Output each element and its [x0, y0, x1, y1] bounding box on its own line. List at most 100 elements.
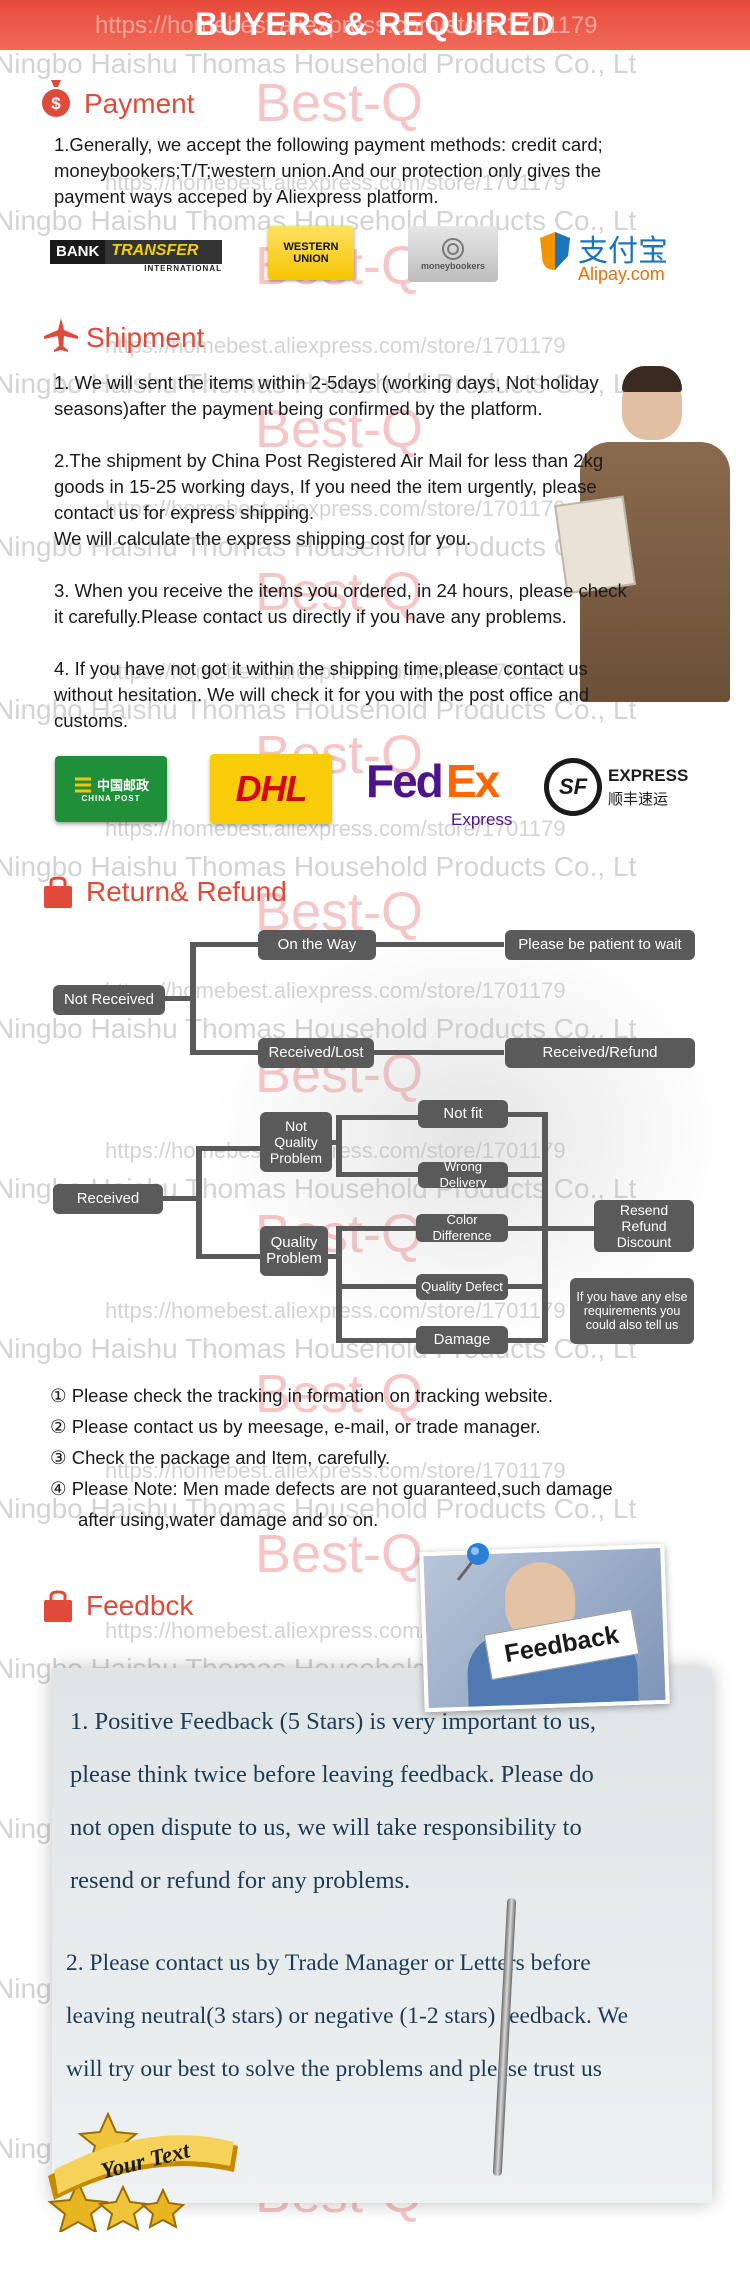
note-item: ② Please contact us by meesage, e-mail, …	[50, 1411, 613, 1442]
flow-not-quality-problem: Not Quality Problem	[260, 1112, 332, 1172]
shipment-line: 4. If you have not got it within the shi…	[54, 658, 588, 679]
western-word: WESTERN	[283, 241, 339, 253]
gold-stars-icon	[47, 2112, 238, 2232]
note-text: Check the package and Item, carefully.	[71, 1447, 391, 1468]
note-text: Please check the tracking in formation o…	[71, 1385, 553, 1406]
flow-connector	[196, 1146, 202, 1258]
shipment-line: 1. We will sent the items within 2-5days…	[54, 372, 599, 393]
shipment-title: Shipment	[86, 322, 205, 353]
flow-connector	[372, 1050, 504, 1055]
payment-line: moneybookers;T/T;western union.And our p…	[54, 160, 602, 181]
shipment-line: contact us for express shipping.	[54, 502, 315, 523]
flow-connector	[163, 996, 193, 1001]
flow-connector	[336, 1284, 416, 1289]
alipay-logo: 支付宝 Alipay.com	[538, 226, 688, 286]
feedback-line: not open dispute to us, we will take res…	[70, 1814, 582, 1841]
western-union-logo: WESTERN UNION	[268, 226, 354, 280]
payment-text: 1.Generally, we accept the following pay…	[54, 132, 603, 210]
feedback-line: 1. Positive Feedback (5 Stars) is very i…	[70, 1708, 596, 1735]
note-text: Please Note: Men made defects are not gu…	[71, 1478, 613, 1499]
page-title: BUYERS & REQUIRED	[194, 6, 556, 42]
shipment-line: We will calculate the express shipping c…	[54, 528, 472, 549]
url-watermark: https://homebest.aliexpress.com/store/17…	[105, 496, 566, 521]
url-watermark: https://homebest.aliexpress.com/store/17…	[105, 333, 566, 358]
flow-connector	[508, 1112, 546, 1117]
banner-url-watermark: https://homebest.aliexpress.com/store/17…	[95, 12, 598, 39]
flow-connector	[508, 1172, 546, 1177]
brand-watermark: Best-Q	[255, 73, 424, 133]
brand-watermark: Best-Q	[255, 1524, 424, 1584]
china-post-chinese-word: 中国邮政	[96, 779, 149, 794]
flow-connector	[508, 1284, 546, 1289]
shipment-text: 1. We will sent the items within 2-5days…	[54, 370, 627, 734]
flow-quality-defect: Quality Defect	[416, 1274, 508, 1300]
courier-illustration	[554, 360, 740, 710]
international-logo-word: INTERNATIONAL	[144, 263, 222, 273]
flow-not-received: Not Received	[53, 985, 165, 1015]
moneybookers-logo: moneybookers	[408, 226, 498, 282]
flow-connector	[508, 1226, 598, 1231]
note-text: Please contact us by meesage, e-mail, or…	[71, 1416, 541, 1437]
shipment-line: without hesitation. We will check it for…	[54, 684, 590, 705]
feedback-line: leaving neutral(3 stars) or negative (1-…	[66, 2003, 629, 2029]
feedback-line: 2. Please contact us by Trade Manager or…	[66, 1950, 591, 1976]
sf-express-logo: SF EXPRESS 顺丰速运	[544, 756, 688, 818]
shipment-line: 2.The shipment by China Post Registered …	[54, 450, 604, 471]
url-watermark: https://homebest.aliexpress.com/store/17…	[105, 170, 566, 195]
company-watermark: Ningbo Haishu Thomas Household Products …	[0, 851, 637, 882]
note-item: ④ Please Note: Men made defects are not …	[50, 1473, 613, 1504]
payment-line: 1.Generally, we accept the following pay…	[54, 134, 603, 155]
fedex-logo: Fed Ex Express	[366, 754, 526, 834]
shipment-line: seasons)after the payment being confirme…	[54, 398, 543, 419]
company-watermark: Ningbo Haishu Thomas Household Products …	[0, 48, 637, 79]
fedex-ex-word: Ex	[446, 755, 500, 807]
company-watermark: Ningbo Haishu Thomas Household Products …	[0, 1493, 637, 1524]
china-post-logo: 中国邮政 CHINA POST	[55, 756, 167, 822]
flow-connector	[336, 1338, 416, 1343]
refund-notes: ① Please check the tracking in formation…	[50, 1380, 613, 1535]
shopping-bag-icon	[42, 1590, 74, 1629]
flow-connector	[160, 1196, 200, 1201]
shopping-bag-icon	[42, 876, 74, 915]
note-item: after using,water damage and so on.	[50, 1504, 613, 1535]
note-number: ④	[50, 1478, 67, 1499]
flow-be-patient: Please be patient to wait	[505, 930, 695, 960]
shipment-line: goods in 15-25 working days, If you need…	[54, 476, 597, 497]
shipment-line: it carefully.Please contact us directly …	[54, 606, 567, 627]
flow-connector	[324, 1254, 340, 1259]
note-text: after using,water damage and so on.	[78, 1509, 379, 1530]
flow-connector	[190, 942, 196, 1054]
flow-connector	[196, 1254, 260, 1259]
sf-mark-word: SF	[558, 774, 588, 799]
url-watermark: https://homebest.aliexpress.com/store/17…	[105, 659, 566, 684]
brand-watermark: Best-Q	[255, 562, 424, 622]
money-bag-icon: $	[40, 78, 72, 123]
moneybookers-word: moneybookers	[420, 261, 486, 271]
flow-color-difference: Color Difference	[416, 1212, 508, 1243]
bank-logo-word: BANK	[50, 239, 106, 264]
flow-received-lost: Received/Lost	[258, 1038, 374, 1068]
china-post-mark-icon	[74, 777, 91, 792]
note-item: ① Please check the tracking in formation…	[50, 1380, 613, 1411]
fedex-express-word: Express	[451, 810, 513, 829]
sf-express-word: EXPRESS	[608, 766, 689, 785]
svg-text:$: $	[51, 94, 61, 113]
union-word: UNION	[293, 253, 329, 265]
top-banner	[0, 0, 750, 50]
push-pin-icon	[452, 1540, 496, 1589]
note-number: ①	[50, 1385, 67, 1406]
note-number: ③	[50, 1447, 67, 1468]
flow-on-the-way: On the Way	[258, 930, 376, 960]
star-badge: Your Text	[38, 2112, 268, 2232]
flow-connector	[332, 1140, 340, 1145]
company-watermark: Ningbo Haishu Thomas Household Products …	[0, 694, 637, 725]
url-watermark: https://homebest.aliexpress.com/store/17…	[105, 1298, 566, 1324]
feedback-line: please think twice before leaving feedba…	[70, 1761, 594, 1788]
dhl-word: DHL	[235, 768, 308, 809]
feedback-line: resend or refund for any problems.	[70, 1867, 411, 1894]
feedback-paragraph-2: 2. Please contact us by Trade Manager or…	[66, 1937, 628, 2096]
fedex-fed-word: Fed	[366, 755, 444, 807]
alipay-english-word: Alipay.com	[578, 264, 665, 284]
feedback-line: will try our best to solve the problems …	[66, 2056, 602, 2082]
refund-title: Return& Refund	[86, 876, 287, 907]
